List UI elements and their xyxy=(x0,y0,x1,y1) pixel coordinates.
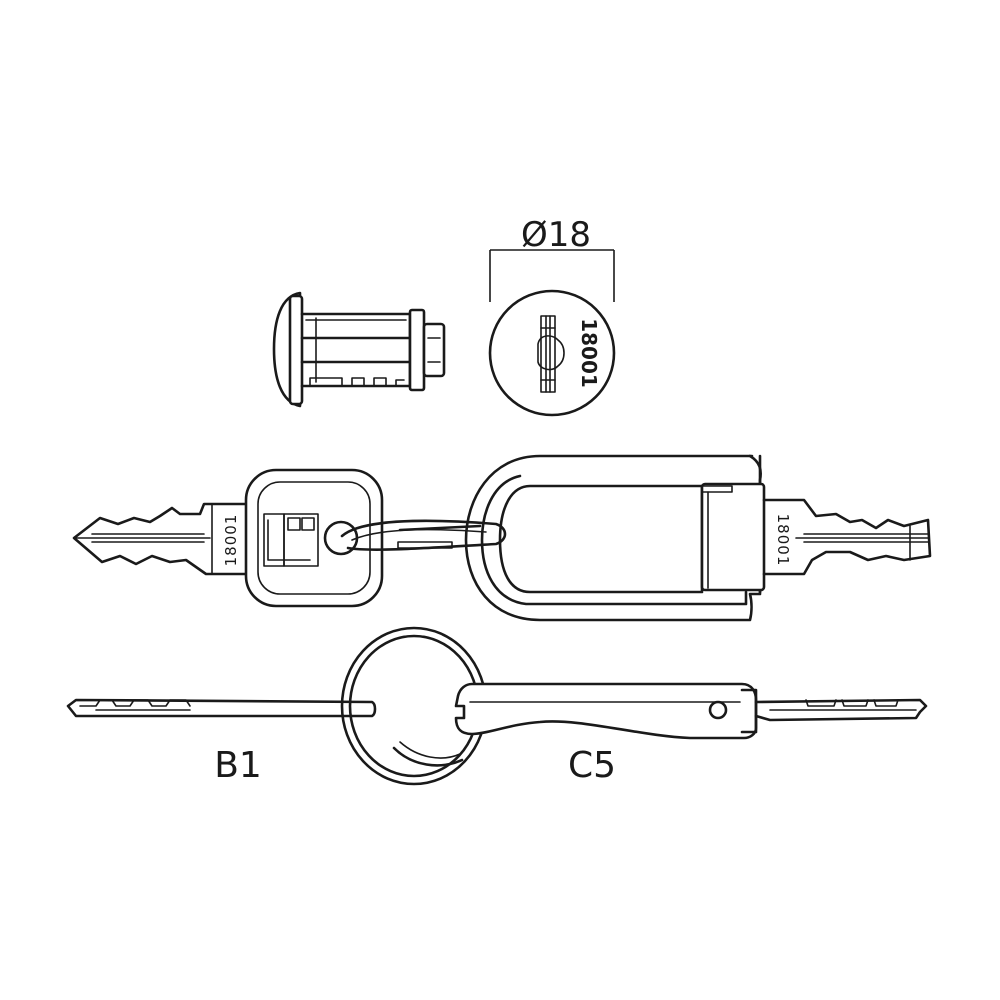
lock-cylinder-front-view: 18001 xyxy=(488,289,616,417)
key-ring-link-top xyxy=(340,519,507,551)
label-b1: B1 xyxy=(214,745,262,786)
lock-cylinder-side-view xyxy=(272,291,446,408)
key-c5-code: 18001 xyxy=(774,514,792,567)
key-b1-code: 18001 xyxy=(222,514,240,567)
key-c5-side-view xyxy=(454,682,928,740)
key-c5-top-view: 18001 xyxy=(464,454,932,622)
diameter-dimension: Ø18 xyxy=(489,215,615,302)
diameter-label: Ø18 xyxy=(521,215,591,255)
key-b1-top-view: 18001 xyxy=(72,468,384,608)
key-b1-side-view xyxy=(66,698,377,718)
label-c5: C5 xyxy=(568,745,616,786)
cylinder-code: 18001 xyxy=(577,318,601,388)
brand-logo xyxy=(263,513,319,567)
